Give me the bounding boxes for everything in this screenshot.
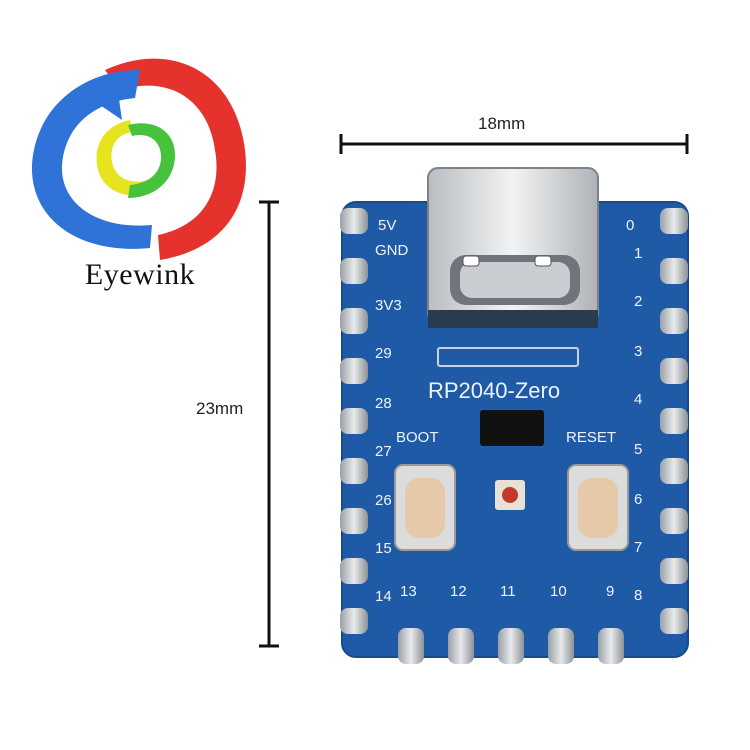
pin-label: 0 [626, 217, 634, 234]
pad-row [437, 347, 579, 367]
pin-label: 4 [634, 391, 642, 408]
rp2040-zero-board: RP2040-Zero BOOT RESET 5V GND 3V3 29 28 … [340, 167, 689, 664]
flash-chip [480, 410, 544, 446]
logo-blue-swoosh [31, 70, 152, 249]
reset-label: RESET [566, 429, 616, 446]
pin-label: 9 [606, 583, 614, 600]
pin-label: 26 [375, 492, 392, 509]
pin-label: 7 [634, 539, 642, 556]
reset-button[interactable] [567, 464, 629, 551]
logo-green-swoosh [128, 123, 175, 198]
height-label: 23mm [196, 399, 244, 418]
eyewink-logo [31, 58, 246, 260]
pin-label: 28 [375, 395, 392, 412]
pin-label: 3V3 [375, 297, 402, 314]
logo-red-swoosh [105, 58, 246, 260]
height-dimension-line [259, 200, 279, 648]
usb-c-connector [427, 167, 599, 328]
logo-blue-hook [100, 92, 122, 120]
pin-label: 15 [375, 540, 392, 557]
pin-label: 1 [634, 245, 642, 262]
pin-label: 13 [400, 583, 417, 600]
pin-label: 3 [634, 343, 642, 360]
width-dimension-line [339, 134, 689, 154]
pin-label: 5 [634, 441, 642, 458]
pin-label: 14 [375, 588, 392, 605]
brand-name: Eyewink [84, 258, 196, 291]
pin-label: 6 [634, 491, 642, 508]
board-title: RP2040-Zero [428, 378, 560, 403]
pin-label: 5V [378, 217, 396, 234]
pin-label: 2 [634, 293, 642, 310]
width-label: 18mm [478, 114, 526, 133]
boot-button[interactable] [394, 464, 456, 551]
pin-label: GND [375, 242, 409, 259]
pin-label: 11 [500, 583, 516, 600]
right-pin-headers [660, 208, 688, 634]
pin-label: 12 [450, 583, 467, 600]
pin-label: 29 [375, 345, 392, 362]
pin-label: 10 [550, 583, 567, 600]
pin-label: 27 [375, 443, 392, 460]
boot-label: BOOT [396, 429, 439, 446]
pin-label: 8 [634, 587, 642, 604]
logo-yellow-swoosh [96, 120, 150, 196]
bottom-pin-headers [398, 628, 624, 664]
left-pin-headers [340, 208, 368, 634]
